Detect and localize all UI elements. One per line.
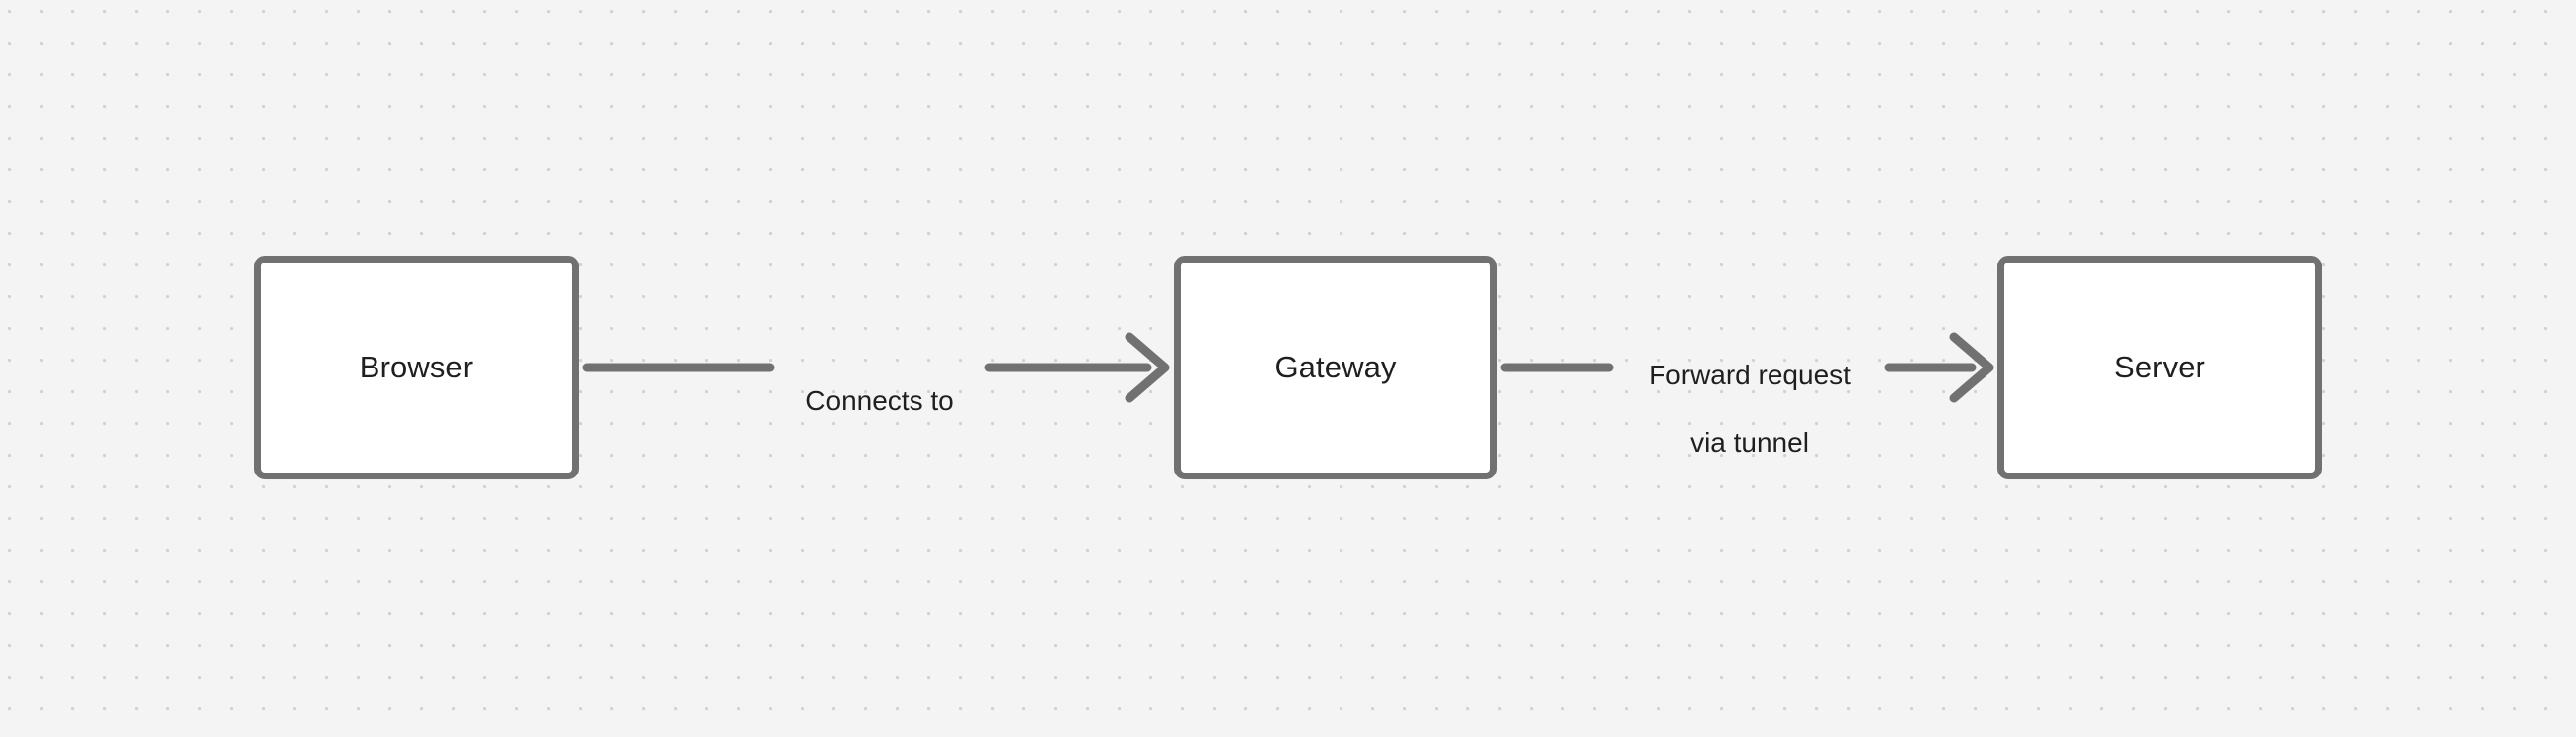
- node-gateway[interactable]: Gateway: [1174, 256, 1497, 479]
- edge-label-2-line-1: Forward request: [1649, 360, 1851, 390]
- edge-2-arrowhead-icon: [1949, 332, 1994, 403]
- edge-label-2-line-2: via tunnel: [1690, 427, 1809, 458]
- node-server[interactable]: Server: [1997, 256, 2322, 479]
- edge-label-1-line-1: Connects to: [805, 385, 954, 416]
- node-browser[interactable]: Browser: [254, 256, 579, 479]
- node-server-label: Server: [2114, 350, 2205, 385]
- node-gateway-label: Gateway: [1274, 350, 1397, 385]
- node-browser-label: Browser: [359, 350, 474, 385]
- edge-label-forward-request-via-tunnel[interactable]: Forward request via tunnel: [1607, 325, 1892, 458]
- edge-1-arrowhead-icon: [1125, 332, 1170, 403]
- edge-label-connects-to[interactable]: Connects to: [776, 351, 984, 416]
